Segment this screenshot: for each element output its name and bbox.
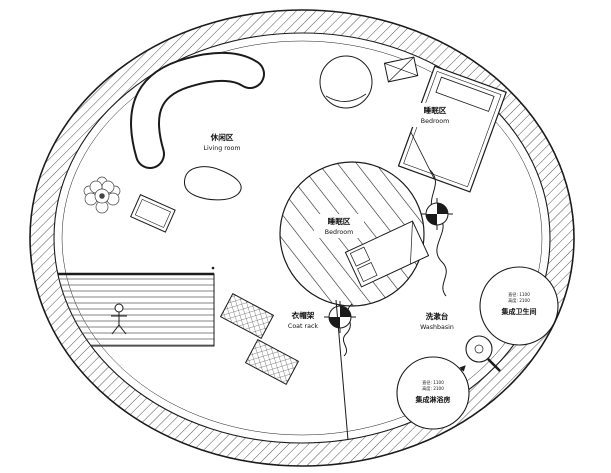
bed-center [344,220,430,288]
zone-partition-line [335,299,349,441]
shower-spec-2: 高度: 2100 [422,385,444,392]
curved-sofa-fill [132,54,263,167]
bedroom-top-label-bg [410,103,460,127]
magnifier-icon [465,335,501,372]
coffee-table [183,166,242,201]
washbasin-area: 洗漱台 Washbasin [420,311,501,386]
bathroom-unit-label: 集成卫生间 [501,307,537,316]
shower-unit-circle [396,356,470,430]
bedroom-center-area: 睡眠区 Bedroom [279,161,447,357]
coat-rack-shelf [219,293,275,339]
wall-inner-line-2 [61,40,543,436]
floor-mat [130,194,176,233]
plant-icon [83,176,121,214]
target-icon [421,198,453,230]
figure-icon [111,303,127,335]
wall-outer-line [29,9,575,467]
washbasin-label-zh: 洗漱台 [426,311,449,321]
coat-rack-label-en: Coat rack [288,323,318,330]
blanket-fold [410,131,435,180]
outer-wall [29,9,575,467]
bedroom-top-label-en: Bedroom [421,118,449,125]
bedroom-top-label-zh: 睡眠区 [424,105,447,115]
target-icon [324,301,356,333]
crossed-box-icon [383,56,419,83]
bedroom-center-label-en: Bedroom [325,229,353,236]
pillow [357,262,378,283]
coat-rack-area: 衣帽架 Coat rack [219,293,318,385]
bathroom-unit: 直径: 1100 高度: 2100 集成卫生间 [479,266,559,346]
round-table [319,55,373,109]
living-room-area: 休闲区 Living room [83,52,265,233]
coat-rack-shelf [244,339,300,385]
wall-inner-line [53,32,551,444]
pillow [435,76,495,112]
bed-top [397,65,507,193]
bedroom-center-label-bg [314,214,364,238]
shower-unit-label: 集成淋浴房 [415,395,451,404]
blanket-fold [410,221,413,265]
bathroom-spec-2: 高度: 2100 [508,297,530,304]
shower-spec-1: 直径: 1100 [422,379,444,385]
pillow [349,246,371,267]
bedroom-center-label-zh: 睡眠区 [328,216,351,226]
living-room-label-zh: 休闲区 [210,132,234,142]
round-table-detail [325,93,367,102]
coat-rack-label-zh: 衣帽架 [292,310,315,320]
living-room-label-en: Living room [203,145,240,152]
wavy-partition [429,169,447,297]
bathroom-unit-circle [479,266,559,346]
shower-unit: 直径: 1100 高度: 2100 集成淋浴房 [396,356,470,430]
washbasin-label-en: Washbasin [420,324,454,331]
bathroom-spec-1: 直径: 1100 [508,291,530,297]
bedroom-top-area: 睡眠区 Bedroom [319,55,507,193]
door-dot [211,266,215,270]
